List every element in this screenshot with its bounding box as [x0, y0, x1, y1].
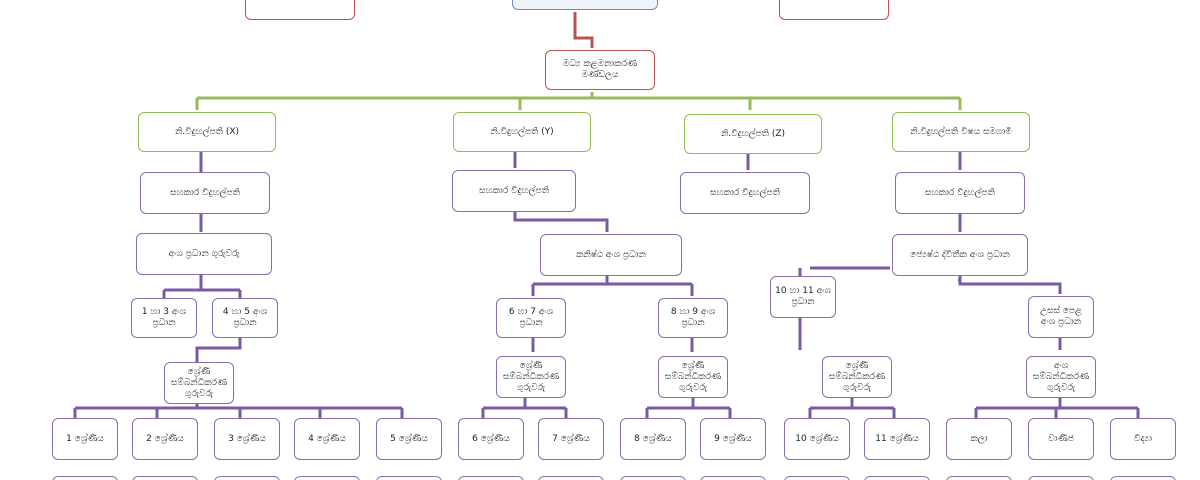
- stream-arts: කලා: [941, 413, 1012, 460]
- grade-coordinators-x: ශ්‍රේණි සම්බන්ධීකරණ ගුරුවරු: [159, 357, 234, 404]
- central-management-board: මධ්‍ය කළමනාකරණ මණ්ඩලය: [540, 45, 655, 90]
- grade-1-3-head: 1 හා 3 අංශ ප්‍රධාන: [126, 293, 197, 338]
- deputy-principal-co-curricular: නි.විදුහල්පති විෂය සමගාමී: [887, 107, 1030, 152]
- grade-10-11-head: 10 හා 11 අංශ ප්‍රධාන: [765, 271, 836, 318]
- assistant-principal-co: සහකාර විදුහල්පති: [890, 167, 1025, 214]
- grade-9: 9 ශ්‍රේණිය: [695, 413, 766, 460]
- stream-science: විද්‍යා: [1105, 413, 1176, 460]
- bottom-row-node: [289, 471, 360, 480]
- bottom-row-node: [615, 471, 686, 480]
- assistant-principal-z: සහකාර විදුහල්පති: [675, 167, 810, 214]
- grade-coordinators-8-9: ශ්‍රේණි සම්බන්ධීකරණ ගුරුවරු: [653, 351, 728, 398]
- y-connectors: [513, 152, 694, 296]
- grade-coordinators-10-11: ශ්‍රේණි සම්බන්ධීකරණ ගුරුවරු: [817, 351, 892, 398]
- y-sub-connectors: [481, 338, 732, 418]
- bottom-row-node: [779, 471, 850, 480]
- co-sub-connectors: [808, 398, 1140, 418]
- section-heads-x: අංශ ප්‍රධාන ගුරුවරු: [131, 228, 272, 275]
- grade-2: 2 ශ්‍රේණිය: [127, 413, 198, 460]
- bottom-row-node: [1105, 471, 1176, 480]
- top-right-node: [774, 0, 889, 20]
- branch-bus: [195, 92, 962, 110]
- grade-8-9-head: 8 හා 9 අංශ ප්‍රධාන: [653, 293, 728, 338]
- co-connectors: [798, 152, 1062, 350]
- bottom-row-node: [453, 471, 524, 480]
- top-center-node: [512, 0, 658, 10]
- grade-10: 10 ශ්‍රේණිය: [779, 413, 850, 460]
- section-coordinators-al: අංශ සම්බන්ධීකරණ ගුරුවරු: [1021, 351, 1096, 398]
- bottom-row-node: [533, 471, 604, 480]
- root-connector: [573, 12, 594, 48]
- grade-4-5-head: 4 හා 5 අංශ ප්‍රධාන: [207, 293, 278, 338]
- bottom-row-node: [1023, 471, 1094, 480]
- stream-commerce: වාණිජ: [1023, 413, 1094, 460]
- grade-3: 3 ශ්‍රේණිය: [209, 413, 280, 460]
- bottom-row-node: [47, 471, 118, 480]
- advanced-level-head: උසස් පෙළ අංශ ප්‍රධාන: [1023, 291, 1094, 338]
- x-grades-bus: [73, 404, 404, 418]
- top-left-node: [240, 0, 355, 20]
- bottom-row-node: [859, 471, 930, 480]
- x-connectors: [162, 152, 242, 362]
- junior-section-head-y: කනිෂ්ඨ අංශ ප්‍රධාන: [535, 229, 682, 276]
- bottom-row-node: [941, 471, 1012, 480]
- bottom-row-node: [127, 471, 198, 480]
- bottom-row-node: [371, 471, 442, 480]
- grade-11: 11 ශ්‍රේණිය: [859, 413, 930, 460]
- grade-1: 1 ශ්‍රේණිය: [47, 413, 118, 460]
- grade-coordinators-6-7: ශ්‍රේණි සම්බන්ධීකරණ ගුරුවරු: [491, 351, 566, 398]
- grade-7: 7 ශ්‍රේණිය: [533, 413, 604, 460]
- bottom-row-node: [695, 471, 766, 480]
- deputy-principal-x: නි.විදුහල්පති (X): [133, 107, 276, 152]
- grade-4: 4 ශ්‍රේණිය: [289, 413, 360, 460]
- assistant-principal-x: සහකාර විදුහල්පති: [135, 167, 270, 214]
- grade-8: 8 ශ්‍රේණිය: [615, 413, 686, 460]
- deputy-principal-z: නි.විදුහල්පති (Z): [679, 109, 822, 154]
- grade-6-7-head: 6 හා 7 අංශ ප්‍රධාන: [491, 293, 566, 338]
- bottom-row-node: [209, 471, 280, 480]
- grade-6: 6 ශ්‍රේණිය: [453, 413, 524, 460]
- senior-secondary-section-head: ජ්‍යෙෂ්ඨ ද්විතීක අංශ ප්‍රධාන: [887, 229, 1028, 276]
- grade-5: 5 ශ්‍රේණිය: [371, 413, 442, 460]
- assistant-principal-y: සහකාර විදුහල්පති: [447, 165, 576, 212]
- deputy-principal-y: නි.විදුහල්පති (Y): [448, 107, 591, 152]
